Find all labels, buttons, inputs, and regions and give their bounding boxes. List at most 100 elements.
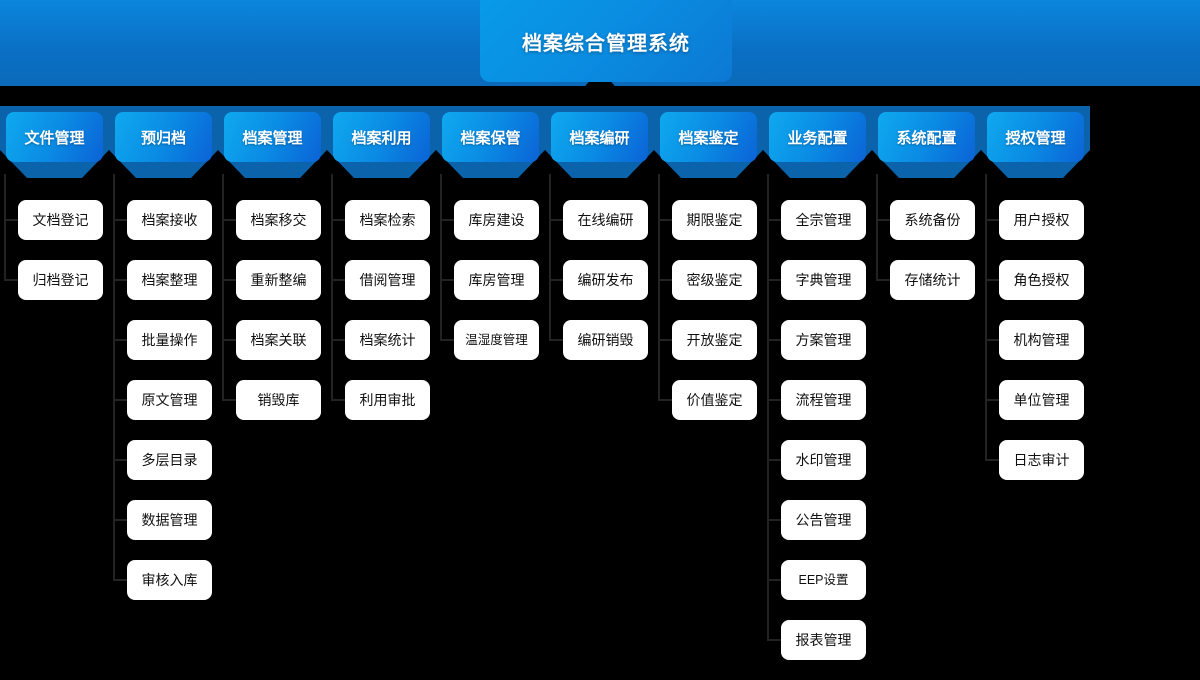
menu-item-label: 档案移交 <box>250 212 307 228</box>
item-list: 在线编研编研发布编研销毁 <box>545 200 654 380</box>
tab-business-config[interactable]: 业务配置 <box>769 112 866 162</box>
connector-stub <box>985 459 999 461</box>
menu-item[interactable]: 角色授权 <box>999 260 1084 300</box>
menu-item[interactable]: 用户授权 <box>999 200 1084 240</box>
tab-archive-custody[interactable]: 档案保管 <box>442 112 539 162</box>
menu-item[interactable]: 单位管理 <box>999 380 1084 420</box>
menu-item[interactable]: 库房管理 <box>454 260 539 300</box>
menu-item[interactable]: 水印管理 <box>781 440 866 480</box>
menu-item[interactable]: 编研发布 <box>563 260 648 300</box>
menu-item[interactable]: 机构管理 <box>999 320 1084 360</box>
menu-item-label: 报表管理 <box>795 632 852 648</box>
tab-file-management[interactable]: 文件管理 <box>6 112 103 162</box>
menu-item[interactable]: 密级鉴定 <box>672 260 757 300</box>
menu-item-label: 档案统计 <box>359 332 416 348</box>
tab-pre-archive[interactable]: 预归档 <box>115 112 212 162</box>
connector-stub <box>767 579 781 581</box>
menu-item[interactable]: 归档登记 <box>18 260 103 300</box>
connector-stub <box>767 459 781 461</box>
menu-item[interactable]: 档案移交 <box>236 200 321 240</box>
connector-stub <box>658 399 672 401</box>
tab-label: 档案利用 <box>351 129 412 147</box>
menu-item-label: 开放鉴定 <box>686 332 743 348</box>
menu-item[interactable]: 字典管理 <box>781 260 866 300</box>
tab-archive-utilization[interactable]: 档案利用 <box>333 112 430 162</box>
menu-item[interactable]: 价值鉴定 <box>672 380 757 420</box>
menu-item-label: 温湿度管理 <box>465 332 528 347</box>
connector-stub <box>876 279 890 281</box>
system-title-plate: 档案综合管理系统 <box>480 0 732 82</box>
tab-authorization-management[interactable]: 授权管理 <box>987 112 1084 162</box>
item-list: 档案检索借阅管理档案统计利用审批 <box>327 200 436 440</box>
menu-item[interactable]: 原文管理 <box>127 380 212 420</box>
connector-stub <box>113 219 127 221</box>
menu-item-label: 价值鉴定 <box>686 392 743 408</box>
menu-item[interactable]: 温湿度管理 <box>454 320 539 360</box>
menu-item[interactable]: 审核入库 <box>127 560 212 600</box>
menu-item[interactable]: 档案关联 <box>236 320 321 360</box>
connector-stub <box>549 279 563 281</box>
connector-stub <box>876 219 890 221</box>
tab-system-config[interactable]: 系统配置 <box>878 112 975 162</box>
connector-stub <box>549 339 563 341</box>
menu-item-label: 审核入库 <box>141 572 198 588</box>
item-list: 文档登记归档登记 <box>0 200 109 320</box>
menu-item[interactable]: 全宗管理 <box>781 200 866 240</box>
menu-item[interactable]: 开放鉴定 <box>672 320 757 360</box>
menu-item[interactable]: 数据管理 <box>127 500 212 540</box>
menu-item[interactable]: 存储统计 <box>890 260 975 300</box>
item-list: 库房建设库房管理温湿度管理 <box>436 200 545 380</box>
menu-item-label: 期限鉴定 <box>686 212 743 228</box>
connector-spine <box>876 174 878 280</box>
menu-item[interactable]: 文档登记 <box>18 200 103 240</box>
menu-item[interactable]: 期限鉴定 <box>672 200 757 240</box>
item-list: 档案接收档案整理批量操作原文管理多层目录数据管理审核入库 <box>109 200 218 620</box>
tab-archive-appraisal[interactable]: 档案鉴定 <box>660 112 757 162</box>
menu-item[interactable]: 档案检索 <box>345 200 430 240</box>
menu-item[interactable]: 多层目录 <box>127 440 212 480</box>
tab-label: 文件管理 <box>24 129 85 147</box>
menu-item[interactable]: 档案整理 <box>127 260 212 300</box>
menu-item[interactable]: 借阅管理 <box>345 260 430 300</box>
menu-item[interactable]: 档案接收 <box>127 200 212 240</box>
menu-item[interactable]: 重新整编 <box>236 260 321 300</box>
menu-item[interactable]: 报表管理 <box>781 620 866 660</box>
item-list: 系统备份存储统计 <box>872 200 981 320</box>
menu-item[interactable]: 批量操作 <box>127 320 212 360</box>
connector-stub <box>113 459 127 461</box>
page-title: 档案综合管理系统 <box>522 32 690 55</box>
menu-item[interactable]: 档案统计 <box>345 320 430 360</box>
tab-label: 预归档 <box>140 129 186 147</box>
connector-stub <box>985 399 999 401</box>
menu-item-label: 库房管理 <box>468 272 525 288</box>
menu-item-label: 单位管理 <box>1013 392 1070 408</box>
menu-item[interactable]: 利用审批 <box>345 380 430 420</box>
menu-item-label: 借阅管理 <box>359 272 416 288</box>
menu-item[interactable]: 公告管理 <box>781 500 866 540</box>
connector-stub <box>113 519 127 521</box>
connector-spine <box>767 174 769 640</box>
tab-label: 业务配置 <box>787 129 848 147</box>
connector-stub <box>113 279 127 281</box>
item-list: 档案移交重新整编档案关联销毁库 <box>218 200 327 440</box>
connector-spine <box>4 174 6 280</box>
menu-item[interactable]: EEP设置 <box>781 560 866 600</box>
menu-item[interactable]: 日志审计 <box>999 440 1084 480</box>
menu-item[interactable]: 流程管理 <box>781 380 866 420</box>
tab-label: 档案管理 <box>242 129 303 147</box>
tab-label: 档案编研 <box>569 129 630 147</box>
menu-item[interactable]: 编研销毁 <box>563 320 648 360</box>
menu-item[interactable]: 库房建设 <box>454 200 539 240</box>
menu-item[interactable]: 方案管理 <box>781 320 866 360</box>
menu-item[interactable]: 在线编研 <box>563 200 648 240</box>
menu-item[interactable]: 系统备份 <box>890 200 975 240</box>
menu-item-label: 数据管理 <box>141 512 198 528</box>
menu-item-label: 编研发布 <box>577 272 634 288</box>
tab-archive-management[interactable]: 档案管理 <box>224 112 321 162</box>
menu-item-label: 利用审批 <box>359 392 416 408</box>
item-list: 用户授权角色授权机构管理单位管理日志审计 <box>981 200 1090 500</box>
tab-archive-research[interactable]: 档案编研 <box>551 112 648 162</box>
menu-item[interactable]: 销毁库 <box>236 380 321 420</box>
connector-stub <box>549 219 563 221</box>
tab-label: 授权管理 <box>1005 129 1066 147</box>
